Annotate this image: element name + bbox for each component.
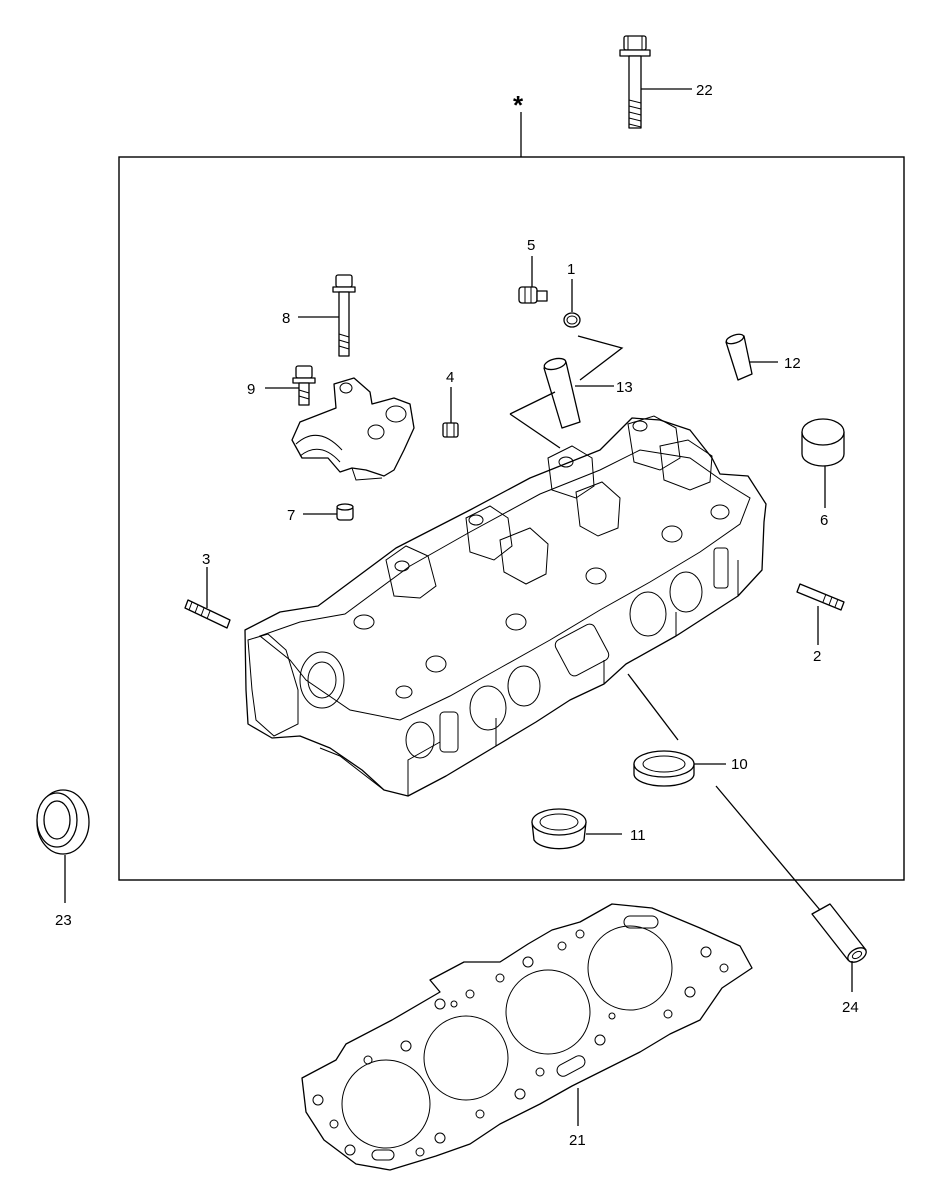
assembly-marker: * (513, 90, 524, 120)
part-4-cap[interactable] (442, 422, 459, 438)
callout-13: 13 (616, 379, 633, 396)
callout-2: 2 (813, 648, 821, 665)
part-12-sleeve[interactable] (725, 332, 753, 381)
callout-7: 7 (287, 507, 295, 524)
callout-22: 22 (696, 82, 713, 99)
callout-9: 9 (247, 381, 255, 398)
part-9-bolt[interactable] (292, 365, 316, 406)
callout-8: 8 (282, 310, 290, 327)
assembly-frame (118, 156, 905, 881)
camshaft-bearing-cap[interactable] (291, 377, 415, 481)
callout-11: 11 (630, 827, 646, 844)
callout-10: 10 (731, 756, 748, 773)
callout-24: 24 (842, 999, 859, 1016)
part-8-bolt[interactable] (332, 274, 356, 357)
part-7-dowel[interactable] (336, 503, 354, 521)
part-1-o-ring[interactable] (563, 312, 581, 328)
part-21-head-gasket[interactable] (301, 903, 753, 1171)
callout-1: 1 (567, 261, 575, 278)
part-10-ring[interactable] (633, 750, 695, 787)
part-3-stud[interactable] (184, 599, 231, 629)
part-23-seal[interactable] (36, 789, 90, 855)
part-2-stud[interactable] (796, 583, 845, 611)
callout-12: 12 (784, 355, 801, 372)
callout-6: 6 (820, 512, 828, 529)
callout-4: 4 (446, 369, 454, 386)
callout-21: 21 (569, 1132, 586, 1149)
part-24-tube[interactable] (811, 903, 869, 965)
part-22-bolt[interactable] (619, 35, 651, 129)
cylinder-head[interactable] (244, 415, 767, 797)
callout-3: 3 (202, 551, 210, 568)
part-5-plug[interactable] (518, 286, 548, 304)
part-6-cap-plug[interactable] (801, 418, 845, 467)
part-13-guide[interactable] (543, 356, 581, 429)
callout-5: 5 (527, 237, 535, 254)
callout-23: 23 (55, 912, 72, 929)
part-11-ring[interactable] (531, 808, 587, 850)
